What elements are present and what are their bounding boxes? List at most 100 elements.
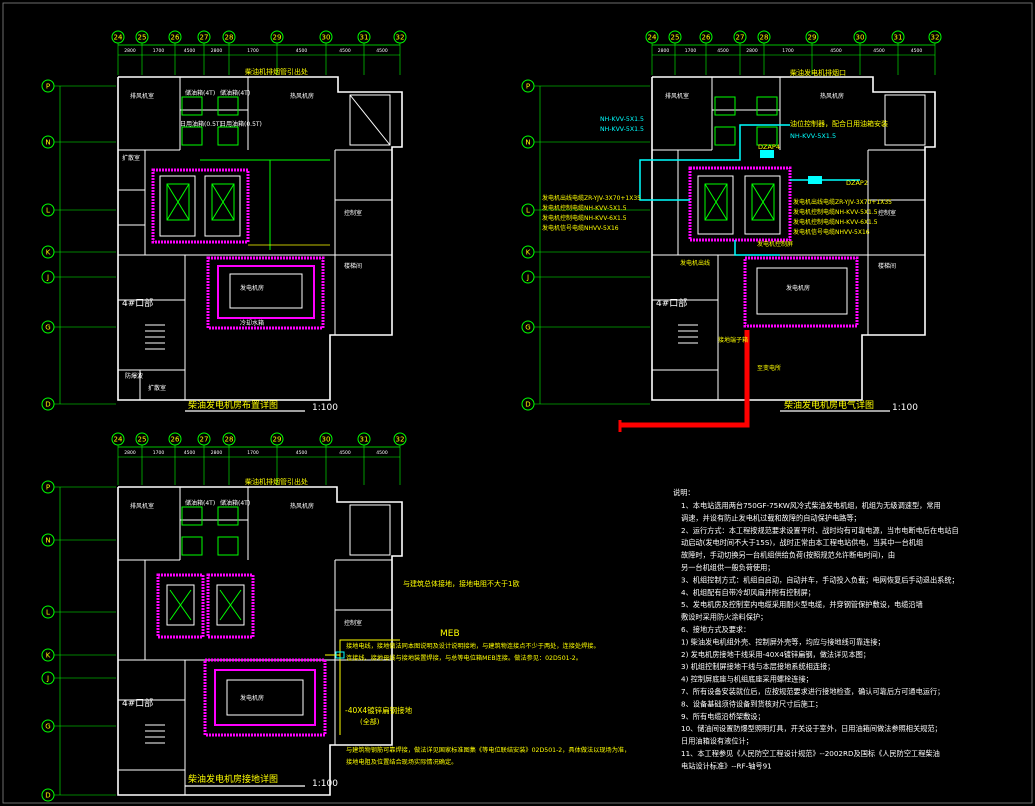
grid-label: 31 bbox=[360, 34, 369, 42]
room-label: 储油箱(4T) bbox=[220, 89, 250, 97]
stair-label: 4#口部 bbox=[122, 297, 153, 309]
exhaust-label: 柴油机排烟管引出处 bbox=[245, 477, 308, 486]
note-line: 11、本工程参见《人民防空工程设计规范》--2002RD及国标《人民防空工程柴油 bbox=[681, 749, 940, 758]
oil-tanks bbox=[181, 96, 239, 146]
grid-label: J bbox=[526, 274, 529, 282]
grid-label: 29 bbox=[273, 436, 282, 444]
dimension-label: 2800 bbox=[124, 450, 136, 456]
grid-bubble bbox=[41, 671, 55, 685]
cable-label: 发电机出线 bbox=[680, 259, 710, 267]
grid-label: G bbox=[525, 324, 530, 332]
dimension-label: 2800 bbox=[211, 48, 223, 54]
room-label: 扩散室 bbox=[122, 154, 140, 162]
grid-bubble bbox=[699, 30, 713, 44]
dimension-label: 2800 bbox=[658, 48, 670, 54]
cable-label: 发电机控制电缆NH-KVV-5X1.5 bbox=[542, 204, 627, 212]
stair-label: 4#口部 bbox=[122, 697, 153, 709]
grid-bubble bbox=[521, 270, 535, 284]
grid-label: D bbox=[45, 401, 50, 409]
grid-label: 27 bbox=[200, 436, 209, 444]
grid-bubble bbox=[521, 203, 535, 217]
oil-tanks bbox=[181, 506, 239, 556]
room-label: 储油箱(4T) bbox=[185, 89, 215, 97]
grid-label: 28 bbox=[225, 436, 234, 444]
building-walls bbox=[117, 76, 403, 401]
dimension-label: 4500 bbox=[296, 48, 308, 54]
grid-label: P bbox=[46, 83, 50, 91]
dimension-label: 4500 bbox=[296, 450, 308, 456]
grid-bubble bbox=[319, 432, 333, 446]
grid-bubble bbox=[393, 432, 407, 446]
grid-bubble bbox=[41, 480, 55, 494]
grid-bubble bbox=[853, 30, 867, 44]
room-label: 储油箱(4T) bbox=[185, 499, 215, 507]
notes-title: 说明： bbox=[673, 488, 695, 497]
grid-bubble bbox=[197, 432, 211, 446]
cable-label: 发电机信号电缆NHVV-5X16 bbox=[793, 228, 870, 236]
dimension-label: 2800 bbox=[746, 48, 758, 54]
note-line: 4、机组配有自带冷却风扇并附有控制屏； bbox=[681, 588, 815, 597]
room-label: 发电机房 bbox=[240, 284, 264, 292]
grid-bubble bbox=[757, 30, 771, 44]
design-notes: 说明： 1、本电站选用两台750GF-75KW风冷式柴油发电机组，机组为无级调速… bbox=[673, 488, 959, 770]
grid-bubble bbox=[168, 432, 182, 446]
plan-title: 柴油发电机房电气详图 bbox=[784, 399, 874, 411]
cable-label: NH-KVV-5X1.5 bbox=[600, 116, 644, 123]
grid-bubble bbox=[521, 397, 535, 411]
stair-symbol bbox=[145, 324, 165, 350]
note-line: 日用油箱设有液位计； bbox=[681, 737, 753, 746]
grid-label: 31 bbox=[894, 34, 903, 42]
cable-routing bbox=[618, 124, 860, 432]
dimension-label: 4500 bbox=[184, 48, 196, 54]
cable-label: 发电机信号电缆NHVV-5X16 bbox=[542, 224, 619, 232]
grid-label: 26 bbox=[171, 34, 180, 42]
grid-label: 25 bbox=[138, 34, 147, 42]
dimension-label: 1700 bbox=[153, 48, 165, 54]
room-label: 扩散室 bbox=[148, 384, 166, 392]
grid-bubble bbox=[111, 30, 125, 44]
grid-bubble bbox=[733, 30, 747, 44]
note-line: 2、运行方式：本工程按规范要求设置平时、战时均有可靠电源，当市电断电后在电站自 bbox=[681, 526, 959, 535]
room-label: 日用油箱(0.5T) bbox=[180, 120, 222, 128]
grid-label: 25 bbox=[671, 34, 680, 42]
grid-bubble bbox=[41, 79, 55, 93]
grid-bubble bbox=[41, 648, 55, 662]
grid-bubble bbox=[41, 719, 55, 733]
room-label: 楼梯间 bbox=[878, 262, 896, 270]
grid-label: 32 bbox=[931, 34, 940, 42]
grid-label: 30 bbox=[856, 34, 865, 42]
grid-label: 25 bbox=[138, 436, 147, 444]
stair-label: 4#口部 bbox=[656, 297, 687, 309]
dimension-label: 1700 bbox=[782, 48, 794, 54]
grid-label: K bbox=[46, 249, 51, 257]
grid-label: 26 bbox=[702, 34, 711, 42]
room-label: 控制室 bbox=[878, 209, 896, 217]
grid-label: 27 bbox=[200, 34, 209, 42]
room-label: 排风机室 bbox=[665, 92, 689, 100]
grid-bubble bbox=[41, 320, 55, 334]
grid-bubble bbox=[357, 30, 371, 44]
box-label: DZAP4 bbox=[758, 143, 780, 151]
note-line: 故障时，手动切换另一台机组供给负荷(按照规范允许断电时间)，由 bbox=[681, 551, 895, 560]
grid-label: P bbox=[46, 484, 50, 492]
grid-label: 32 bbox=[396, 34, 405, 42]
dimension-label: 4500 bbox=[717, 48, 729, 54]
grid-bubble bbox=[41, 605, 55, 619]
plan-scale: 1:100 bbox=[312, 779, 338, 789]
cable-label: 油位控制器，配合日用油箱安装 bbox=[790, 119, 888, 128]
generator-sets bbox=[151, 159, 330, 330]
dimension-label: 4500 bbox=[873, 48, 885, 54]
grid-label: L bbox=[526, 207, 530, 215]
grid-axis-top: 2428002517002645002728002817002945003045… bbox=[111, 432, 407, 485]
generator-sets bbox=[156, 573, 327, 737]
cable-label: 发电机控制电缆NH-KVV-5X1.5 bbox=[793, 208, 878, 216]
grid-bubble bbox=[168, 30, 182, 44]
cable-label: 发电机控制电缆NH-KVV-6X1.5 bbox=[793, 218, 878, 226]
note-line: 7、所有设备安装就位后，应按规范要求进行接地检查，确认可靠后方可通电运行； bbox=[681, 687, 944, 696]
room-label: 排风机室 bbox=[130, 502, 154, 510]
box-label: 接地端子箱 bbox=[718, 336, 748, 344]
